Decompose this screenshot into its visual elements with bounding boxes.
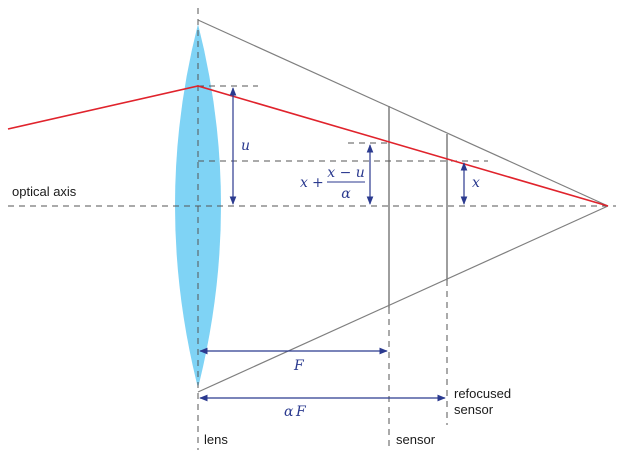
alpha-F-F: F — [295, 404, 307, 420]
F-label: F — [293, 358, 305, 374]
alpha-F-label: α F — [284, 404, 307, 420]
offset-formula-denominator: α — [341, 186, 351, 202]
offset-formula-plus: + — [312, 175, 324, 191]
refocused-sensor-label-line2: sensor — [454, 402, 494, 417]
optical-axis-label: optical axis — [12, 184, 77, 199]
cone-upper-edge — [197, 19, 609, 207]
x-label: x — [472, 175, 480, 191]
u-label: u — [241, 138, 250, 154]
refocused-sensor-label-line1: refocused — [454, 386, 511, 401]
offset-formula-numerator: x − u — [327, 165, 365, 181]
light-ray — [7, 85, 609, 207]
offset-formula: x + x − u α — [300, 165, 365, 202]
lens-label: lens — [204, 432, 228, 447]
alpha-F-alpha: α — [284, 404, 294, 420]
cone-lower-edge — [197, 205, 609, 393]
offset-formula-x: x — [300, 175, 308, 191]
sensor-label: sensor — [396, 432, 436, 447]
